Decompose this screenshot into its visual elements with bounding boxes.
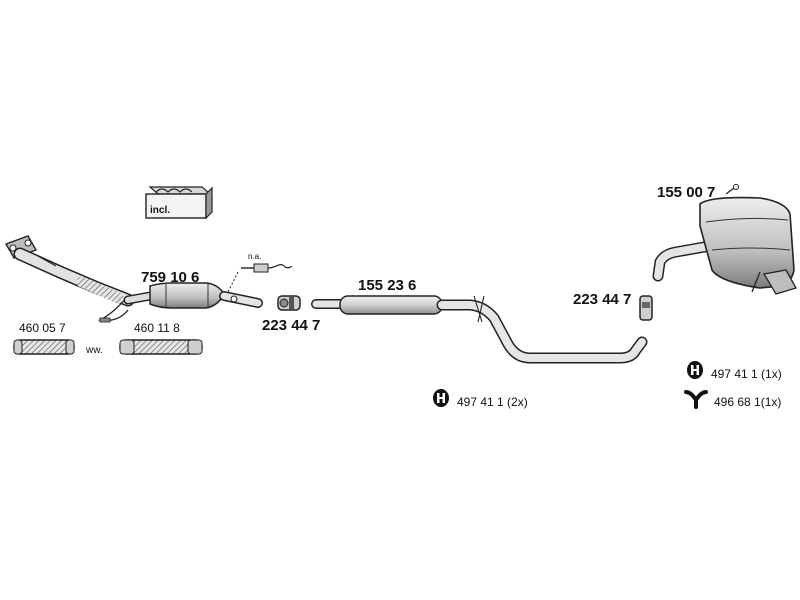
exhaust-manifold-front-pipe [4,235,135,307]
y-hanger-icon [684,390,708,409]
clamp-front-icon [277,295,301,311]
flex-pipe-2-icon [119,339,203,355]
lambda-sensor-icon [227,263,293,293]
lambda-sensor-wire [97,297,129,323]
rubber-mount-icon [433,389,449,407]
label-flex-pipe-1: 460 05 7 [19,321,66,335]
middle-silencer [311,295,648,364]
catalytic-converter [123,282,263,309]
kit-box [145,186,213,220]
label-middle-silencer: 155 23 6 [358,277,417,294]
label-mount-2: 497 41 1 (1x) [711,367,782,381]
label-flex-pipe-separator: ww. [86,345,103,356]
clamp-rear-icon [639,295,653,321]
label-sensor-note: n.a. [248,252,262,261]
rear-silencer [652,184,797,295]
rubber-mount-icon [687,361,703,379]
label-clamp-rear: 223 44 7 [573,291,632,308]
label-mount-3: 496 68 1(1x) [714,395,782,409]
label-catalytic-converter: 759 10 6 [141,269,200,286]
kit-label: incl. [150,205,171,216]
label-rear-silencer: 155 00 7 [657,184,716,201]
label-flex-pipe-2: 460 11 8 [134,321,180,335]
label-mount-1: 497 41 1 (2x) [457,395,528,409]
label-clamp-front: 223 44 7 [262,317,321,334]
flex-pipe-1-icon [13,339,75,355]
